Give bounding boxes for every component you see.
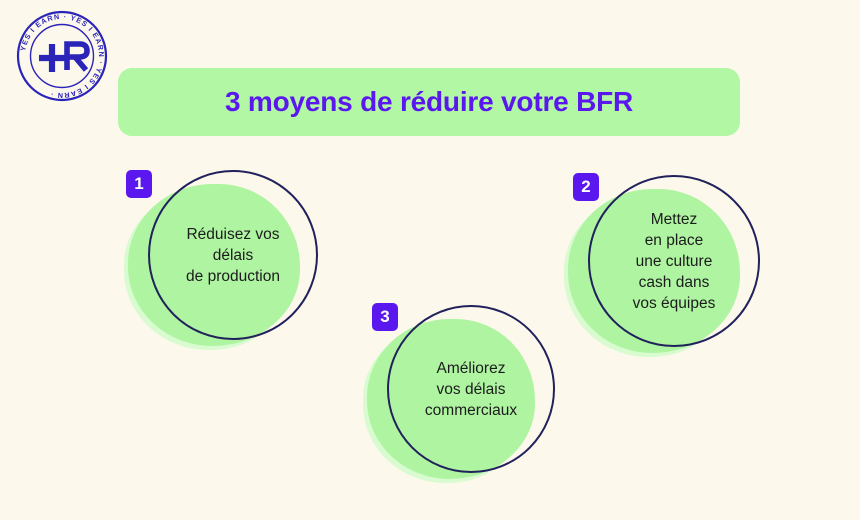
bubble-badge-3: 3: [372, 303, 398, 331]
bubble-item-2: Mettez en place une culture cash dans vo…: [564, 175, 764, 357]
bubble-outline-circle: [588, 175, 760, 347]
page-title: 3 moyens de réduire votre BFR: [224, 86, 634, 117]
bubble-outline-circle: [387, 305, 555, 473]
bubble-badge-1: 1: [126, 170, 152, 198]
bubble-label-1: Réduisez vos délais de production: [186, 225, 280, 285]
bubble-label-2: Mettez en place une culture cash dans vo…: [632, 210, 716, 312]
bubble-item-3: Améliorez vos délais commerciaux: [363, 305, 555, 485]
bubble-badge-2: 2: [573, 173, 599, 201]
bubble-item-1: Réduisez vos délais de production: [124, 170, 318, 350]
bubble-outline-circle: [148, 170, 318, 340]
bubble-label-3: Améliorez vos délais commerciaux: [424, 359, 518, 419]
yes-i-earn-stamp-logo: YES I EARN · YES I EARN · YES I EARN ·: [12, 6, 112, 106]
title-banner: 3 moyens de réduire votre BFR: [118, 68, 740, 136]
